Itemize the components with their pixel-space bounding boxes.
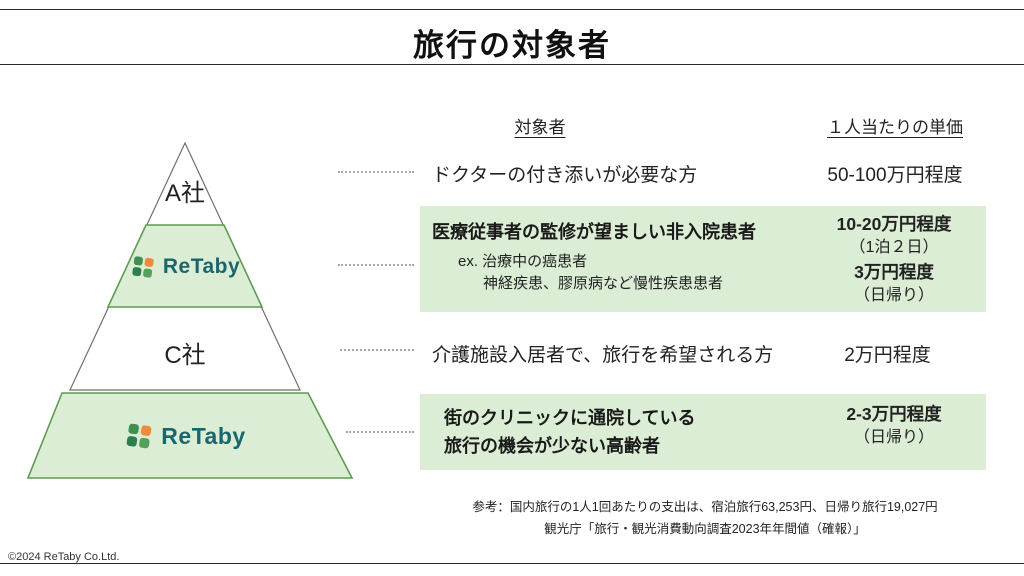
connector-row1 xyxy=(338,171,414,173)
copyright-text: ©2024 ReTaby Co.Ltd. xyxy=(8,551,120,563)
title-bottom-rule xyxy=(0,64,1024,65)
connector-row4 xyxy=(346,431,414,433)
retaby-logo-text: ReTaby xyxy=(162,255,241,278)
row3-target: 介護施設入居者で、旅行を希望される方 xyxy=(432,345,774,366)
top-rule xyxy=(0,9,1024,10)
row4-target-line2: 旅行の機会が少ない高齢者 xyxy=(444,436,660,456)
retaby-logo-level2: ReTaby xyxy=(105,250,265,284)
row2-target-example2: 神経疾患、膠原病など慢性疾患患者 xyxy=(483,275,724,292)
row1-target: ドクターの付き添いが必要な方 xyxy=(432,165,698,186)
bottom-rule xyxy=(0,563,1024,564)
pyramid-label-company-a: A社 xyxy=(164,180,205,207)
row2-target-example1: ex. 治療中の癌患者 xyxy=(458,253,588,270)
row2-price-column: 10-20万円程度 （1泊２日） 3万円程度 （日帰り） xyxy=(808,212,980,308)
pyramid-level4-trapezoid xyxy=(26,392,354,479)
column-header-target: 対象者 xyxy=(514,118,566,137)
row4-price1: 2-3万円程度 xyxy=(846,404,942,424)
row2-highlight-box: 医療従事者の監修が望ましい非入院患者 ex. 治療中の癌患者 神経疾患、膠原病な… xyxy=(420,206,986,312)
page-title: 旅行の対象者 xyxy=(413,28,611,63)
row1-price: 50-100万円程度 xyxy=(827,165,963,186)
row4-highlight-box: 街のクリニックに通院している 旅行の機会が少ない高齢者 2-3万円程度 （日帰り… xyxy=(420,394,986,470)
row4-target-line1: 街のクリニックに通院している xyxy=(444,408,696,428)
row2-price2-note: （日帰り） xyxy=(853,287,934,304)
pyramid-level2-band xyxy=(106,224,264,308)
reference-note-line1: 参考：国内旅行の1人1回あたりの支出は、宿泊旅行63,253円、日帰り旅行19,… xyxy=(472,500,938,514)
connector-row2 xyxy=(338,264,414,266)
row4-price-column: 2-3万円程度 （日帰り） xyxy=(808,402,980,450)
retaby-logo-level4: ReTaby xyxy=(95,417,275,455)
row4-price1-note: （日帰り） xyxy=(853,429,934,446)
reference-note: 参考：国内旅行の1人1回あたりの支出は、宿泊旅行63,253円、日帰り旅行19,… xyxy=(395,496,1015,540)
pyramid-label-company-c: C社 xyxy=(164,342,206,369)
pinwheel-logo-icon xyxy=(126,423,152,449)
reference-note-line2: 観光庁「旅行・観光消費動向調査2023年年間値（確報）」 xyxy=(544,522,866,536)
pyramid-diagram xyxy=(26,141,354,479)
row2-price1-note: （1泊２日） xyxy=(849,239,939,256)
row3-price: 2万円程度 xyxy=(844,345,931,366)
pinwheel-logo-icon xyxy=(132,256,154,278)
column-header-price: １人当たりの単価 xyxy=(827,118,963,137)
row2-target-main: 医療従事者の監修が望ましい非入院患者 xyxy=(432,222,756,242)
row2-price1: 10-20万円程度 xyxy=(836,214,952,234)
connector-row3 xyxy=(340,349,414,351)
retaby-logo-text: ReTaby xyxy=(161,422,246,449)
row2-price2: 3万円程度 xyxy=(854,262,934,282)
